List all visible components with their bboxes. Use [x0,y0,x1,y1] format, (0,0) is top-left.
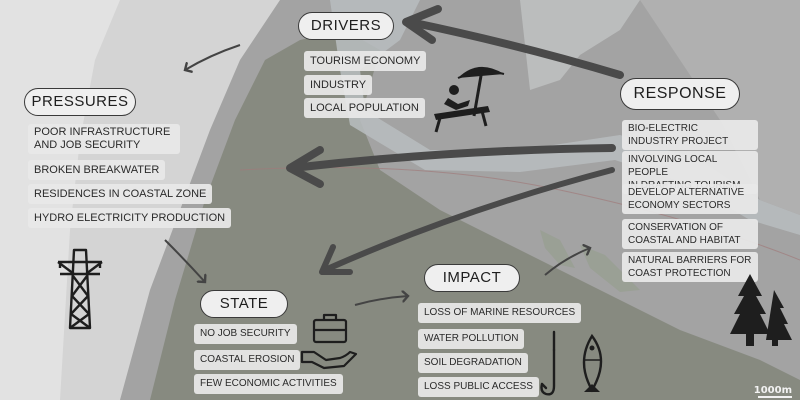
arrow-state-to-impact [354,296,408,306]
map-land [150,30,800,400]
map-scale-bar [758,396,792,398]
impact-item: LOSS OF MARINE RESOURCES [418,303,582,323]
impact-item: LOSS PUBLIC ACCESS [418,377,539,397]
arrow-head [286,146,324,188]
response-title: RESPONSE [620,78,740,110]
pressures-item: BROKEN BREAKWATER [28,160,166,180]
arrow-pressures-to-state [164,239,205,282]
state-item: COASTAL EROSION [194,350,301,370]
arrow-head [319,244,353,275]
fishhook-fish-icon [540,330,603,396]
arrow-response-to-state [322,167,615,273]
pressures-item: HYDRO ELECTRICITY PRODUCTION [28,208,232,228]
response-item: CONSERVATION OF COASTAL AND HABITAT [622,219,758,249]
power-pylon-icon [57,248,103,330]
map-scale-label: 1000m [753,385,792,396]
drivers-item: LOCAL POPULATION [304,98,425,118]
response-item: DEVELOP ALTERNATIVE ECONOMY SECTORS [622,184,758,214]
arrow-impact-to-response [544,248,590,276]
drivers-title: DRIVERS [298,12,394,40]
pressures-title: PRESSURES [24,88,136,116]
arrow-drivers-to-pressures [185,44,241,70]
impact-item: WATER POLLUTION [418,329,525,349]
pressures-item: POOR INFRASTRUCTURE AND JOB SECURITY [28,124,180,154]
drivers-item: INDUSTRY [304,75,373,95]
state-item: FEW ECONOMIC ACTIVITIES [194,374,343,394]
arrow-head [402,5,442,44]
beach-lounger-umbrella-icon [434,66,505,133]
arrow-response-to-drivers [406,18,624,79]
drivers-item: TOURISM ECONOMY [304,51,427,71]
map-island [540,230,575,268]
response-item: NATURAL BARRIERS FOR COAST PROTECTION [622,252,758,282]
pressures-item: RESIDENCES IN COASTAL ZONE [28,184,213,204]
impact-title: IMPACT [424,264,520,292]
arrow-response-to-pressures [288,144,616,172]
briefcase-hand-icon [300,313,358,370]
impact-item: SOIL DEGRADATION [418,353,528,373]
map-inlet [520,0,640,90]
pine-trees-icon [730,274,792,346]
state-item: NO JOB SECURITY [194,324,297,344]
response-item: BIO-ELECTRIC INDUSTRY PROJECT [622,120,758,150]
state-title: STATE [200,290,288,318]
